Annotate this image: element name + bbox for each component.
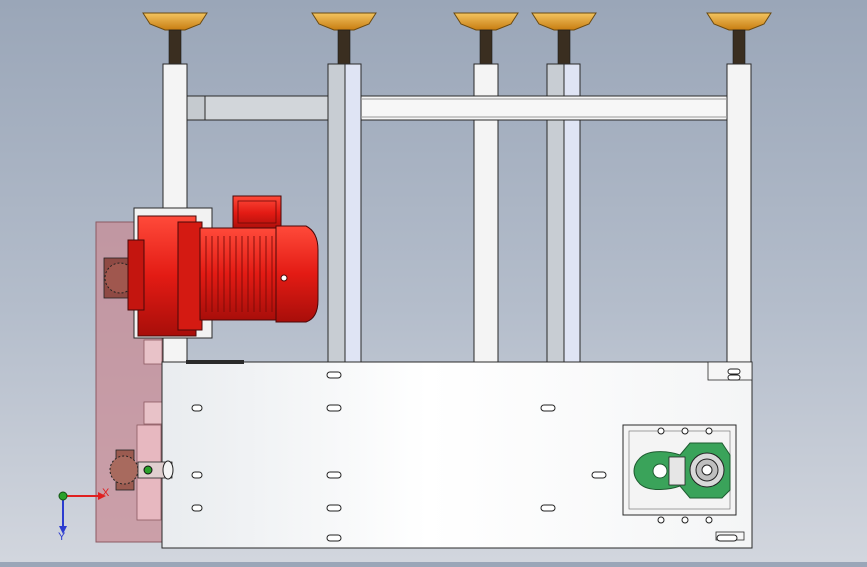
leveling-foot-1 bbox=[142, 12, 208, 65]
triad-origin bbox=[58, 491, 68, 501]
leveling-foot-2 bbox=[311, 12, 377, 65]
frame-cross-beam bbox=[186, 95, 728, 121]
triad-x-label: X bbox=[102, 487, 110, 499]
leveling-foot-4 bbox=[531, 12, 597, 65]
leveling-foot-3 bbox=[453, 12, 519, 65]
triad-y-label: Y bbox=[58, 531, 66, 543]
leveling-foot-5 bbox=[706, 12, 772, 65]
view-orientation-triad[interactable] bbox=[58, 491, 106, 534]
y-axis-arrowhead bbox=[59, 526, 67, 534]
leveling-feet bbox=[142, 12, 772, 65]
flange-bearing bbox=[622, 424, 737, 524]
lower-sprocket bbox=[109, 449, 174, 491]
plate-holes bbox=[191, 368, 741, 542]
x-axis-arrowhead bbox=[98, 492, 106, 500]
gear-motor bbox=[127, 195, 319, 339]
